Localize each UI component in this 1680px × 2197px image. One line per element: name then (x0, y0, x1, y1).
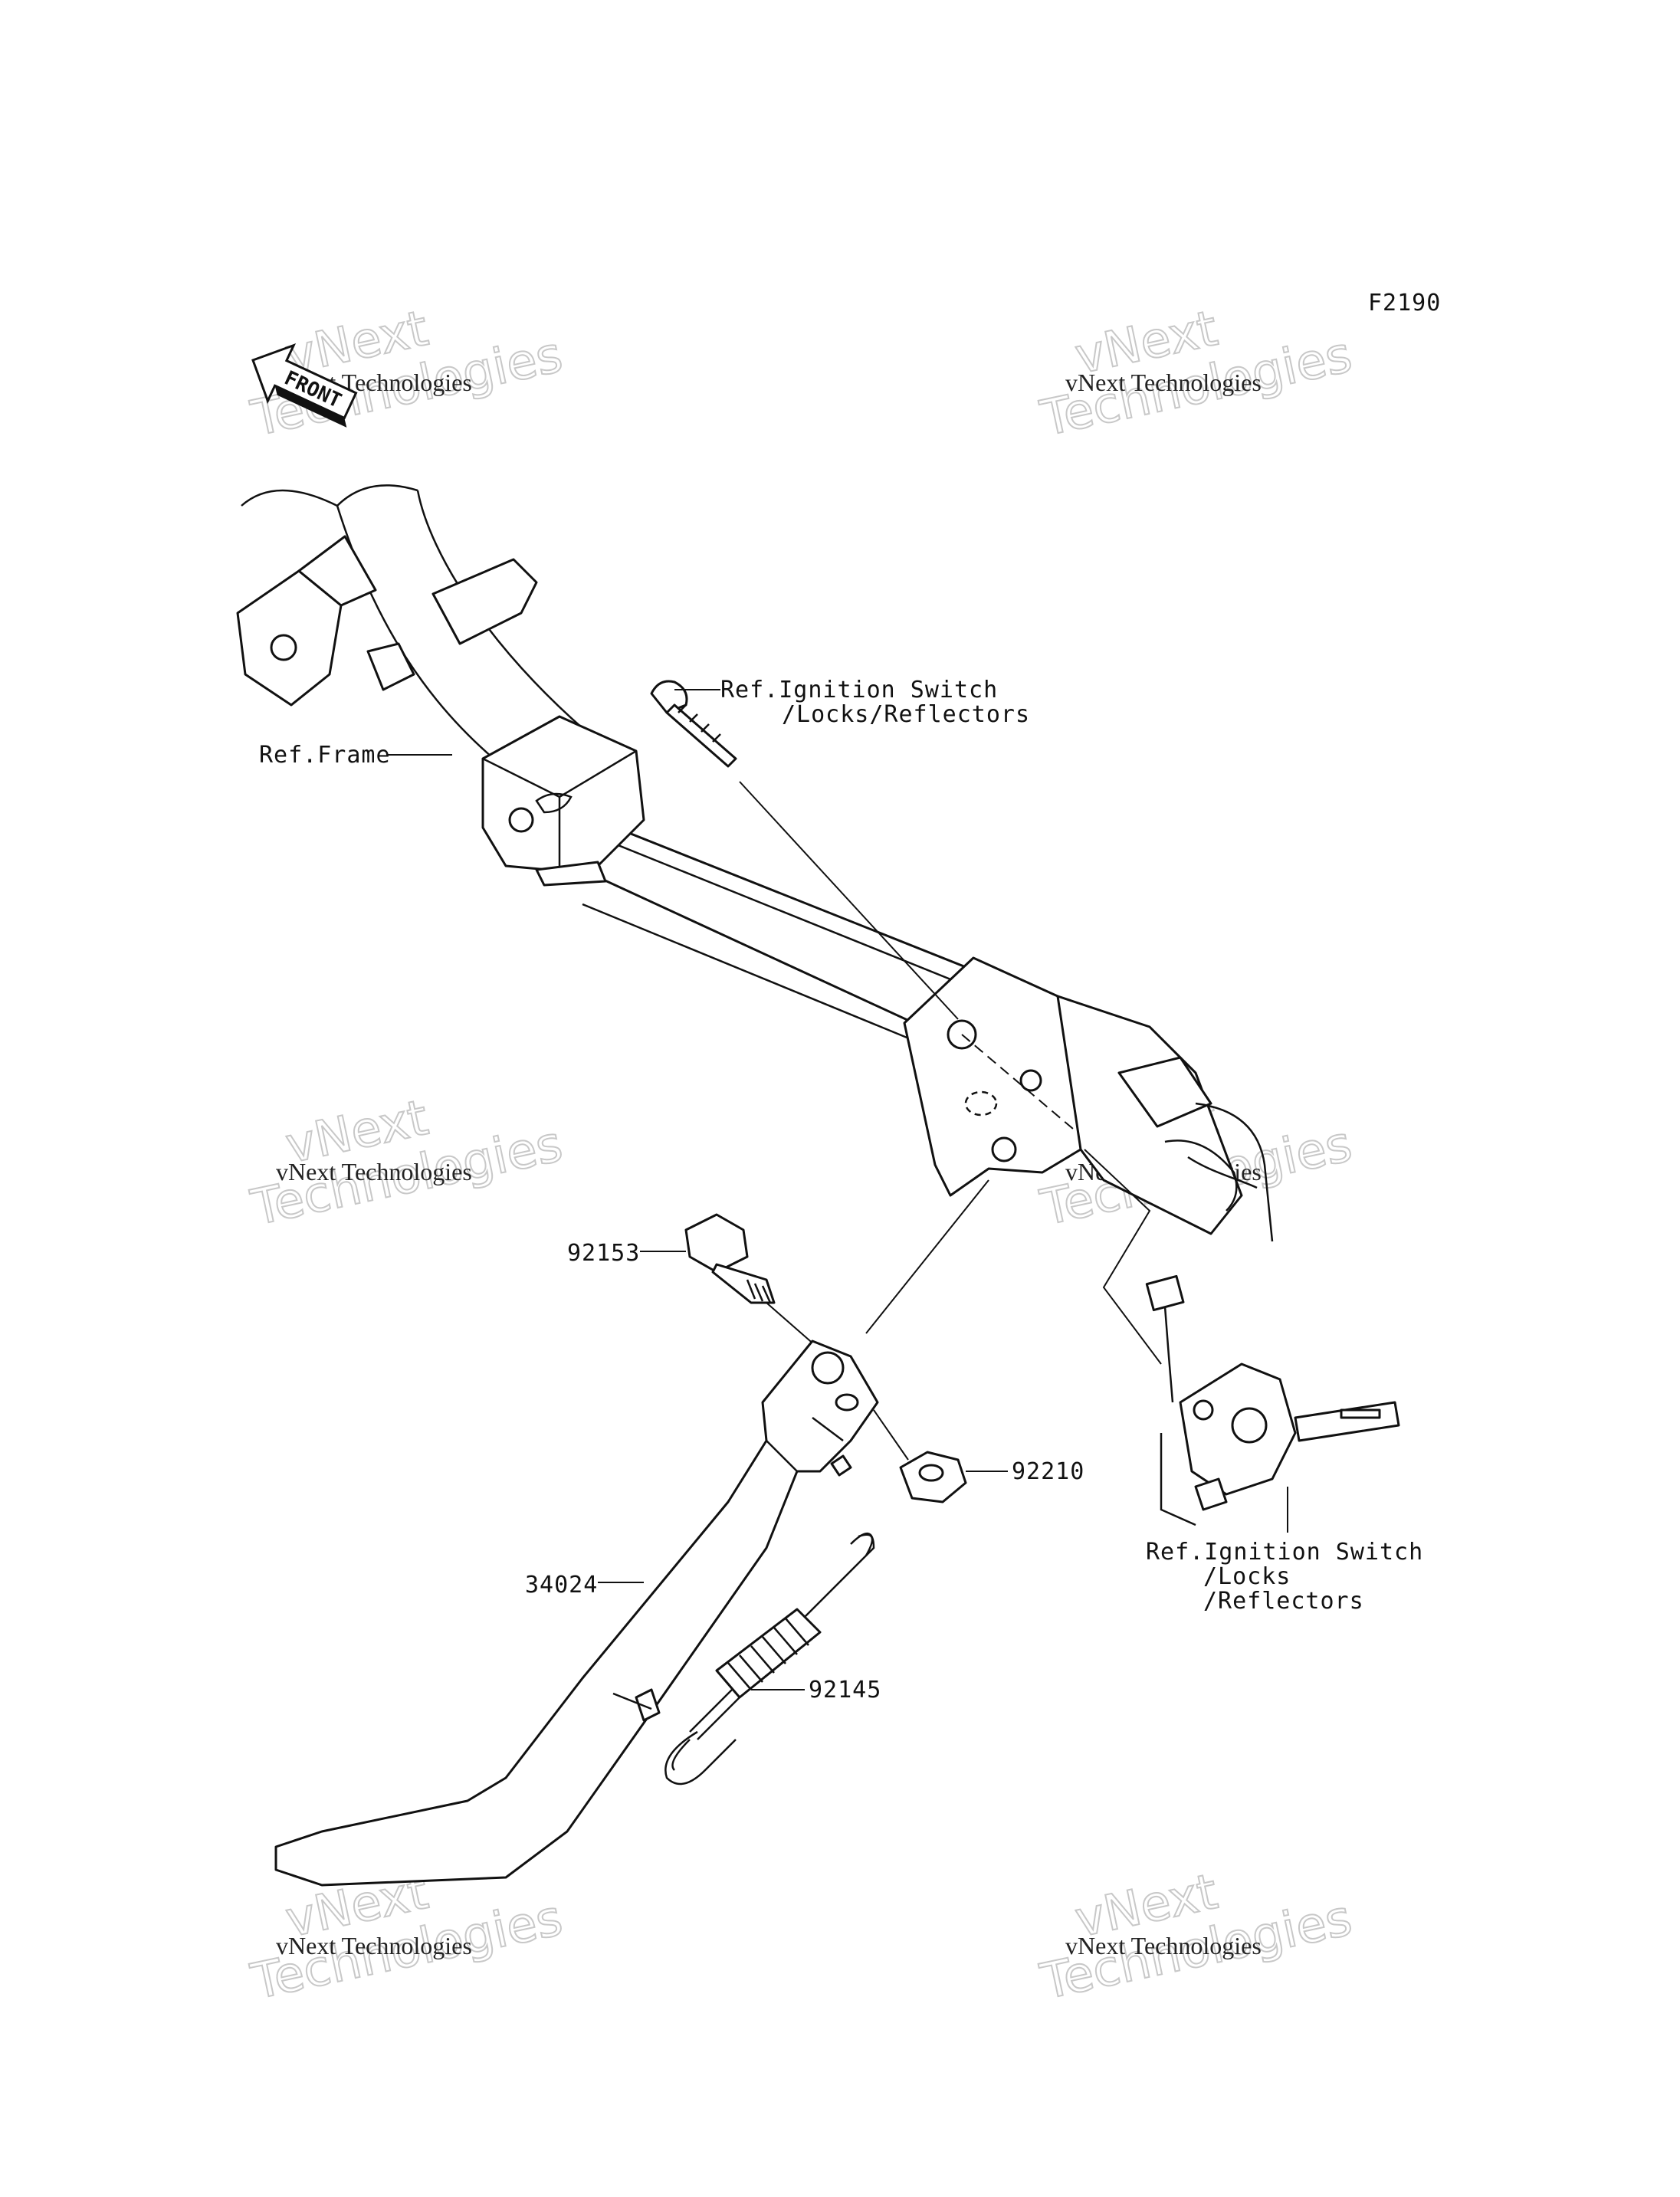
watermark-bottom-right: vNext Technologies vNext Technologies (1035, 1863, 1358, 2012)
ignition-switch-assembly (1084, 1149, 1400, 1533)
part-number-34024[interactable]: 34024 (525, 1572, 598, 1599)
ref-ignition-top-line2: /Locks/Reflectors (782, 701, 1030, 728)
front-arrow-icon: FRONT (251, 343, 358, 428)
bolt-92153 (684, 1213, 776, 1304)
ref-ignition-top-line1: Ref.Ignition Switch (720, 677, 998, 703)
ref-ignition-right-line1: Ref.Ignition Switch (1146, 1539, 1423, 1566)
ref-ignition-right-line3: /Reflectors (1203, 1588, 1364, 1615)
part-number-92153[interactable]: 92153 (567, 1240, 640, 1267)
ref-ignition-right-line2: /Locks (1203, 1563, 1291, 1590)
svg-text:vNext Technologies: vNext Technologies (276, 1158, 472, 1185)
svg-text:vNext Technologies: vNext Technologies (1065, 1932, 1262, 1959)
frame (236, 484, 1274, 1242)
part-number-92210[interactable]: 92210 (1012, 1458, 1084, 1485)
spring-92145 (664, 1533, 875, 1785)
watermark-top-right: vNext Technologies vNext Technologies (1035, 300, 1358, 448)
nut-92210 (899, 1451, 967, 1503)
watermark-mid-left: vNext Technologies vNext Technologies (246, 1089, 569, 1238)
ref-frame-label: Ref.Frame (259, 742, 391, 769)
part-number-92145[interactable]: 92145 (809, 1677, 881, 1703)
svg-text:vNext Technologies: vNext Technologies (1065, 369, 1262, 396)
side-stand-34024 (274, 1340, 879, 1887)
diagram-code: F2190 (1368, 290, 1441, 316)
svg-text:vNext Technologies: vNext Technologies (276, 1932, 472, 1959)
